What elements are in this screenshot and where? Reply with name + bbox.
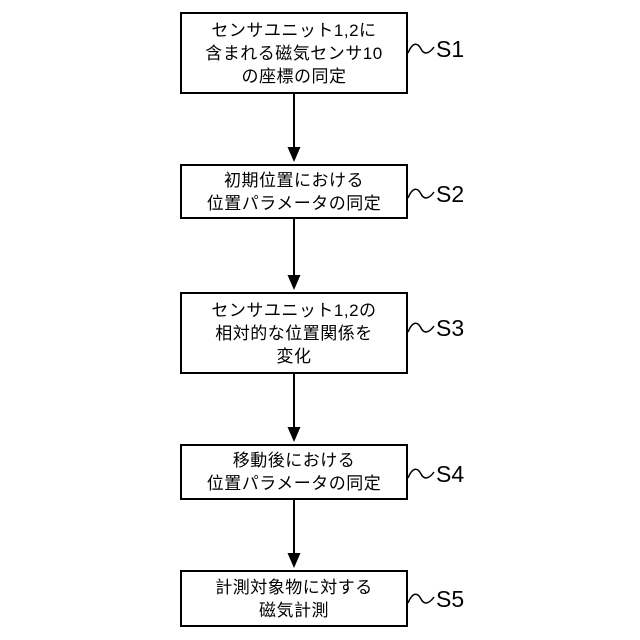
step-text-line: の座標の同定: [241, 66, 347, 86]
step-text-line: センサユニット1,2に: [211, 20, 377, 40]
flowchart-step-1: センサユニット1,2に 含まれる磁気センサ10 の座標の同定: [180, 12, 408, 94]
squiggle-connector-s1: [407, 43, 435, 54]
step-text-line: 位置パラメータの同定: [206, 474, 382, 493]
step-reference-label-s4: S4: [436, 461, 465, 487]
step-text-line: センサユニット1,2の: [211, 300, 377, 320]
step-reference-label-s1: S1: [436, 36, 465, 62]
step-text-line: 位置パラメータの同定: [206, 193, 382, 213]
flow-arrow-s4-s5: [287, 500, 301, 568]
step-reference-label-s5: S5: [436, 586, 465, 612]
flow-arrow-s2-s3: [287, 219, 301, 290]
step-text-line: 初期位置における: [224, 170, 364, 190]
step-text-line: 相対的な位置関係を: [215, 323, 373, 343]
step-text-line: 計測対象物に対する: [215, 577, 373, 597]
step-text-line: 磁気計測: [259, 600, 329, 620]
flowchart-step-5: 計測対象物に対する 磁気計測: [180, 570, 408, 627]
squiggle-connector-s3: [407, 322, 435, 333]
flowchart-step-3: センサユニット1,2の 相対的な位置関係を 変化: [180, 292, 408, 374]
step-text-line: 含まれる磁気センサ10: [205, 43, 383, 63]
step-reference-label-s3: S3: [436, 315, 465, 341]
step-reference-label-s2: S2: [436, 181, 465, 207]
flow-arrow-s3-s4: [287, 374, 301, 442]
squiggle-connector-s4: [407, 468, 435, 479]
step-text-line: 変化: [276, 346, 312, 366]
flow-arrow-s1-s2: [287, 94, 301, 162]
step-text-line: 移動後における: [232, 451, 356, 470]
squiggle-connector-s5: [407, 593, 435, 604]
flowchart-step-2: 初期位置における 位置パラメータの同定: [180, 164, 408, 219]
flowchart-step-4: 移動後における 位置パラメータの同定: [180, 444, 408, 500]
squiggle-connector-s2: [407, 188, 435, 199]
